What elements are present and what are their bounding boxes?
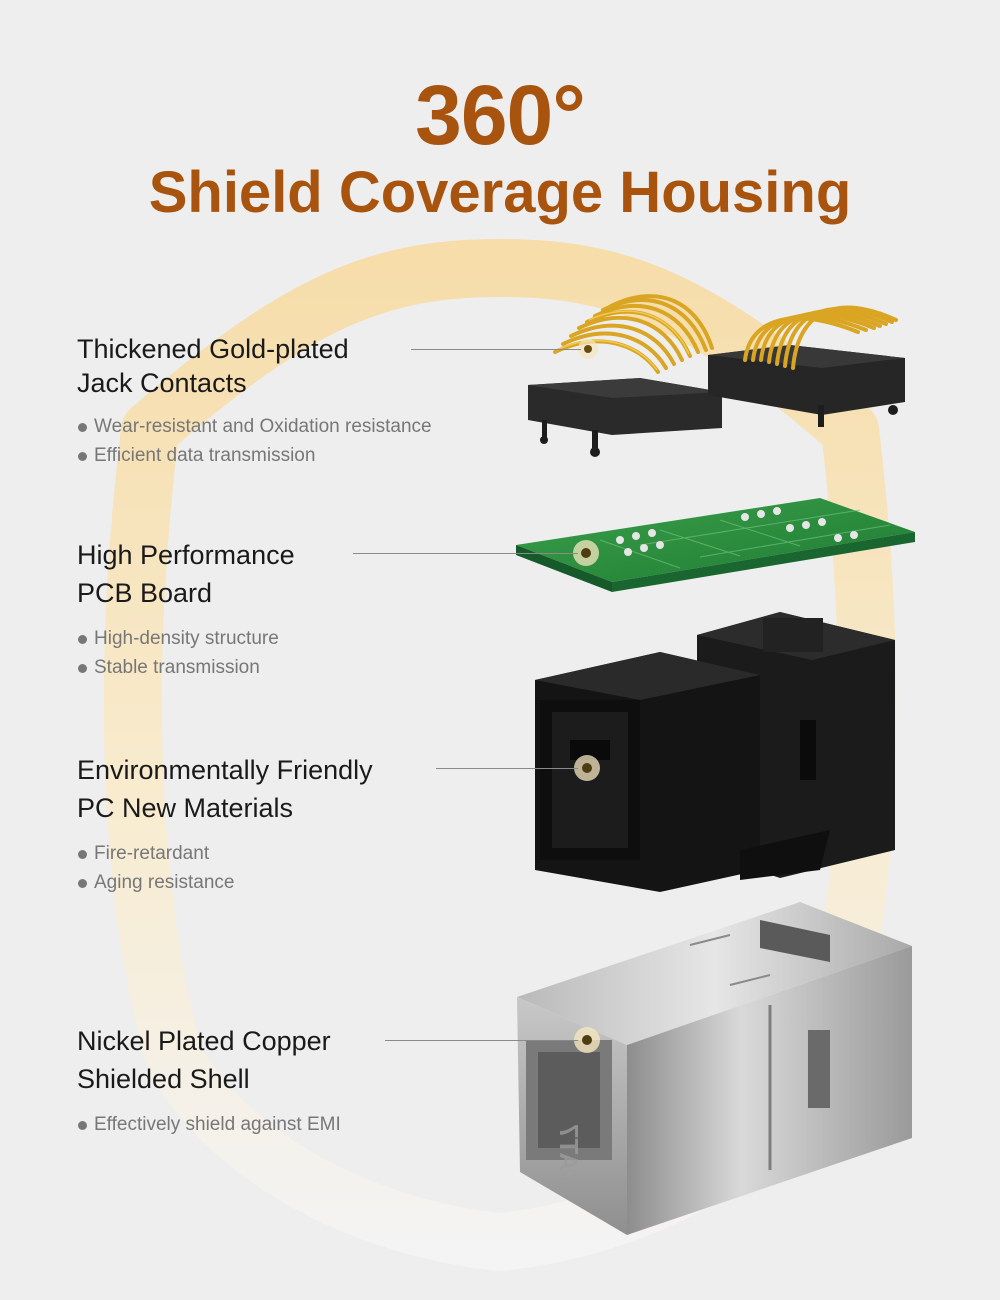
feature-heading: Nickel Plated Copper Shielded Shell (77, 1026, 331, 1094)
shield-arc-icon (103, 239, 897, 1271)
feature-bullet: Aging resistance (77, 868, 373, 897)
shell-engraving: CAT7 (554, 1124, 584, 1190)
jack-contacts-marker-dot-icon (584, 345, 592, 353)
jack-contacts-illustration (528, 294, 905, 457)
feature-bullet: Wear-resistant and Oxidation resistance (77, 412, 432, 441)
feature-bullets: Fire-retardant Aging resistance (77, 839, 373, 897)
shielded-shell-illustration: CAT7 (517, 902, 912, 1235)
feature-bullets: High-density structure Stable transmissi… (77, 624, 295, 682)
leader-line-housing (436, 768, 578, 769)
pcb-board-illustration (516, 498, 915, 592)
leader-line-pcb (353, 553, 578, 554)
feature-bullet: High-density structure (77, 624, 295, 653)
feature-bullet: Fire-retardant (77, 839, 373, 868)
feature-bullet: Stable transmission (77, 653, 295, 682)
feature-heading: Thickened Gold-plated Jack Contacts (77, 334, 349, 398)
feature-heading: Environmentally Friendly PC New Material… (77, 755, 373, 823)
title-360: 360° (415, 68, 586, 162)
feature-pcb-board: High Performance PCB Board High-density … (77, 536, 295, 682)
feature-shielded-shell: Nickel Plated Copper Shielded Shell Effe… (77, 1022, 341, 1139)
feature-bullets: Wear-resistant and Oxidation resistance … (77, 412, 432, 470)
feature-jack-contacts: Thickened Gold-plated Jack Contacts Wear… (77, 332, 432, 470)
pc-housing-illustration (535, 612, 895, 892)
feature-bullet: Efficient data transmission (77, 441, 432, 470)
title-shield-coverage: Shield Coverage Housing (148, 160, 852, 225)
feature-heading: High Performance PCB Board (77, 540, 295, 608)
feature-bullets: Effectively shield against EMI (77, 1110, 341, 1139)
leader-line-jack (411, 349, 581, 350)
feature-pc-materials: Environmentally Friendly PC New Material… (77, 751, 373, 897)
leader-line-shell (385, 1040, 578, 1041)
feature-bullet: Effectively shield against EMI (77, 1110, 341, 1139)
